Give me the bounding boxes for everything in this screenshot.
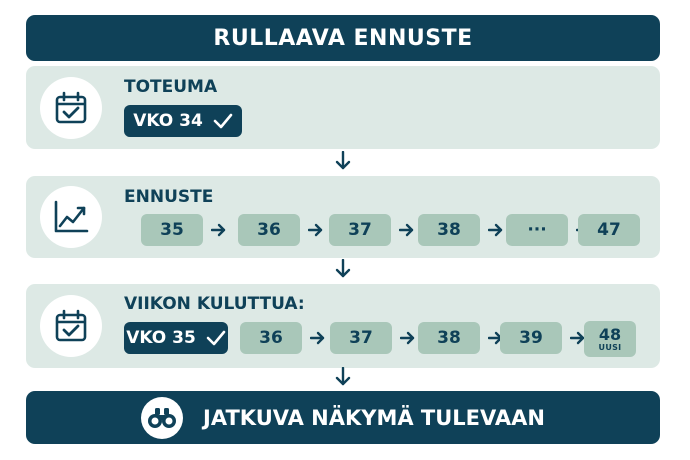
calendar-check-icon	[40, 77, 102, 139]
new-week-number: 48	[598, 324, 622, 344]
right-arrow-icon	[488, 223, 504, 237]
right-arrow-icon	[400, 331, 416, 345]
right-arrow-icon	[308, 223, 324, 237]
after-week-badge: VKO 35	[124, 322, 228, 354]
footer-label: JATKUVA NÄKYMÄ TULEVAAN	[203, 405, 545, 430]
page-title: RULLAAVA ENNUSTE	[213, 25, 473, 51]
forecast-week-chip: 47	[578, 214, 640, 246]
down-arrow-icon	[335, 259, 351, 278]
forecast-week-chip: 38	[418, 214, 480, 246]
right-arrow-icon	[399, 223, 415, 237]
forecast-week-chip: 35	[141, 214, 203, 246]
binoculars-icon	[141, 396, 184, 439]
forecast-week-text: 36	[257, 220, 281, 240]
actual-panel: TOTEUMA VKO 34	[26, 66, 660, 149]
forecast-week-chip: ···	[506, 214, 568, 246]
after-week-text: 36	[259, 328, 283, 348]
calendar-check-icon	[40, 295, 102, 357]
forecast-label: ENNUSTE	[124, 187, 214, 207]
after-week-chip: 38	[418, 322, 480, 354]
after-week-label: VIIKON KULUTTUA:	[124, 294, 305, 314]
forecast-week-chip: 37	[329, 214, 391, 246]
after-week-chip: 39	[500, 322, 562, 354]
after-week-chip: 37	[330, 322, 392, 354]
after-week-text: 39	[519, 328, 543, 348]
forecast-week-text: 35	[160, 220, 184, 240]
forecast-week-text: ···	[527, 220, 547, 240]
forecast-week-chip: 36	[238, 214, 300, 246]
after-week-text: 38	[437, 328, 461, 348]
forecast-panel: ENNUSTE 35 36 37 38 ··· 47	[26, 176, 660, 258]
check-icon	[213, 113, 233, 129]
footer-banner: JATKUVA NÄKYMÄ TULEVAAN	[26, 391, 660, 444]
actual-week-badge: VKO 34	[124, 105, 242, 137]
check-icon	[206, 330, 226, 346]
trend-up-chart-icon	[40, 186, 102, 248]
forecast-week-text: 38	[437, 220, 461, 240]
after-week-badge-text: VKO 35	[126, 328, 196, 348]
down-arrow-icon	[335, 151, 351, 170]
right-arrow-icon	[570, 331, 586, 345]
actual-label: TOTEUMA	[124, 77, 218, 97]
forecast-week-text: 47	[597, 220, 621, 240]
forecast-week-text: 37	[348, 220, 372, 240]
after-week-text: 37	[349, 328, 373, 348]
right-arrow-icon	[211, 223, 227, 237]
title-banner: RULLAAVA ENNUSTE	[26, 15, 660, 61]
new-week-tag: UUSI	[598, 342, 622, 352]
actual-week-text: VKO 34	[133, 111, 203, 131]
right-arrow-icon	[310, 331, 326, 345]
down-arrow-icon	[335, 367, 351, 386]
after-week-chip: 36	[240, 322, 302, 354]
